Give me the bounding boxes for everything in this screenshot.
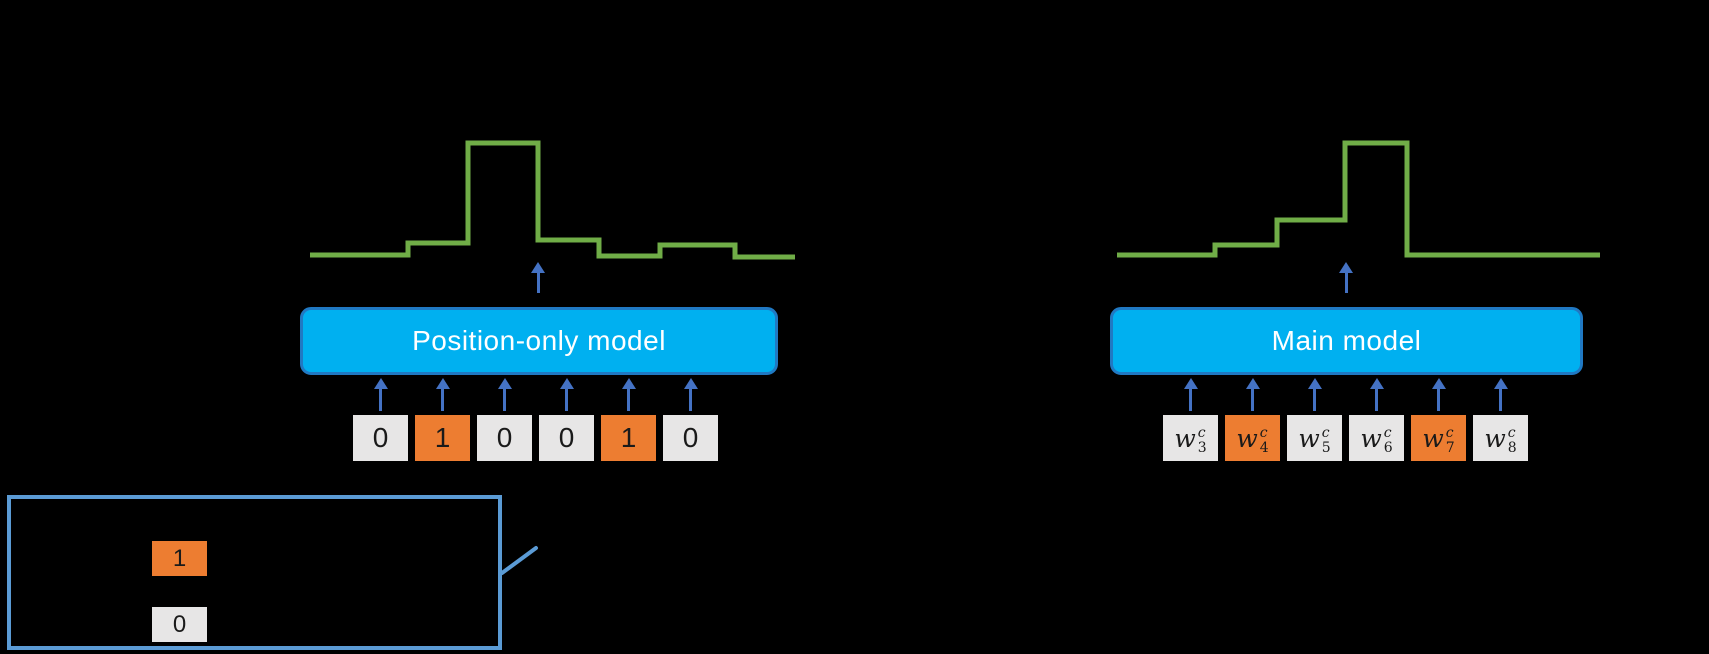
input-arrow xyxy=(1163,378,1218,411)
position-only-output-curve xyxy=(310,140,795,260)
token-base: w xyxy=(1360,423,1382,453)
arrow-shaft xyxy=(1251,388,1254,411)
arrow-head-icon xyxy=(1307,378,1322,389)
arrow-head-icon xyxy=(559,378,574,389)
token-label: 0 xyxy=(496,422,513,453)
legend-swatch-label: 0 xyxy=(172,610,187,638)
position-input-row: 0 1 0 0 1 0 xyxy=(353,415,718,461)
main-model-box: Main model xyxy=(1110,307,1583,375)
output-arrow-right xyxy=(1338,262,1354,293)
legend-swatch-zero: 0 xyxy=(152,607,207,642)
legend-swatch-one: 1 xyxy=(152,541,207,576)
token-superscript: c xyxy=(1197,424,1206,441)
input-arrow xyxy=(1473,378,1528,411)
token-subscript: 4 xyxy=(1259,439,1269,456)
position-token: 0 xyxy=(663,415,718,461)
arrow-shaft xyxy=(1375,388,1378,411)
input-arrow xyxy=(1349,378,1404,411)
arrow-head-icon xyxy=(1431,378,1446,389)
arrow-shaft xyxy=(1499,388,1502,411)
input-arrows-right xyxy=(1163,378,1528,411)
legend-box: 1 0 xyxy=(7,495,502,650)
main-model-label: Main model xyxy=(1271,325,1422,356)
position-token: 1 xyxy=(601,415,656,461)
input-arrow xyxy=(1225,378,1280,411)
input-arrow xyxy=(1287,378,1342,411)
arrow-shaft xyxy=(503,388,506,411)
arrow-head-icon xyxy=(1493,378,1508,389)
arrow-shaft xyxy=(689,388,692,411)
arrow-head-icon xyxy=(531,262,545,273)
position-only-model-box: Position-only model xyxy=(300,307,778,375)
token-subscript: 8 xyxy=(1507,439,1517,456)
arrow-shaft xyxy=(1437,388,1440,411)
token-superscript: c xyxy=(1507,424,1516,441)
input-arrow xyxy=(477,378,532,411)
legend-swatch-label: 1 xyxy=(172,544,187,572)
arrow-head-icon xyxy=(1369,378,1384,389)
token-base: w xyxy=(1422,423,1444,453)
token-superscript: c xyxy=(1383,424,1392,441)
arrow-head-icon xyxy=(497,378,512,389)
token-superscript: c xyxy=(1445,424,1454,441)
arrow-shaft xyxy=(1189,388,1192,411)
main-model-output-curve xyxy=(1117,140,1600,258)
token-superscript: c xyxy=(1321,424,1330,441)
position-token: 1 xyxy=(415,415,470,461)
token-subscript: 5 xyxy=(1321,439,1331,456)
token-label: 0 xyxy=(558,422,575,453)
input-arrows-left xyxy=(353,378,718,411)
arrow-head-icon xyxy=(683,378,698,389)
legend-callout-line xyxy=(500,546,538,575)
token-label: 1 xyxy=(620,422,637,453)
position-token: 0 xyxy=(539,415,594,461)
arrow-head-icon xyxy=(621,378,636,389)
input-arrow xyxy=(539,378,594,411)
token-base: w xyxy=(1484,423,1506,453)
token-subscript: 6 xyxy=(1383,439,1393,456)
token-label: 0 xyxy=(372,422,389,453)
token-subscript: 7 xyxy=(1445,439,1455,456)
arrow-head-icon xyxy=(1339,262,1353,273)
input-arrow xyxy=(601,378,656,411)
arrow-head-icon xyxy=(1245,378,1260,389)
arrow-shaft xyxy=(627,388,630,411)
token-base: w xyxy=(1174,423,1196,453)
token-base: w xyxy=(1298,423,1320,453)
arrow-shaft xyxy=(441,388,444,411)
token-label: 0 xyxy=(682,422,699,453)
position-token: 0 xyxy=(477,415,532,461)
arrow-head-icon xyxy=(1183,378,1198,389)
input-arrow xyxy=(353,378,408,411)
token-superscript: c xyxy=(1259,424,1268,441)
arrow-shaft xyxy=(565,388,568,411)
token-subscript: 3 xyxy=(1197,439,1207,456)
input-arrow xyxy=(663,378,718,411)
arrow-head-icon xyxy=(373,378,388,389)
position-token: 0 xyxy=(353,415,408,461)
arrow-head-icon xyxy=(435,378,450,389)
token-base: w xyxy=(1236,423,1258,453)
output-arrow-left xyxy=(530,262,546,293)
arrow-shaft xyxy=(536,272,540,293)
token-label: 1 xyxy=(434,422,451,453)
arrow-shaft xyxy=(1313,388,1316,411)
arrow-shaft xyxy=(1344,272,1348,293)
arrow-shaft xyxy=(379,388,382,411)
input-arrow xyxy=(415,378,470,411)
input-arrow xyxy=(1411,378,1466,411)
position-only-model-label: Position-only model xyxy=(412,325,666,356)
